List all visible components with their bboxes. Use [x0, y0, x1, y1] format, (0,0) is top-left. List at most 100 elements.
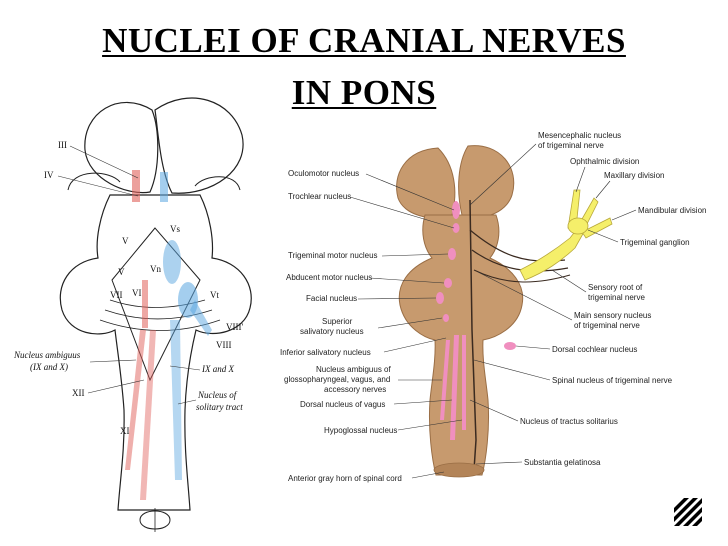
label-superior-sal-2: salivatory nucleus	[300, 327, 364, 336]
right-brainstem-diagram: Mesencephalic nucleus of trigeminal nerv…	[280, 131, 706, 483]
left-brainstem-diagram: III IV V Vs V Vn VII VI Vt VIII' VIII Nu…	[13, 97, 252, 532]
trigeminal-ganglion-shape	[567, 217, 589, 235]
leader-trigeminal-motor	[381, 253, 449, 257]
right-fig-left-lobe	[396, 147, 456, 219]
leader-mesencephalic	[469, 143, 537, 206]
facial-nucleus-pink	[436, 292, 444, 304]
viii-column-blue	[190, 300, 212, 336]
leader-anterior-horn	[411, 471, 445, 479]
leader-ambiguus	[89, 359, 137, 363]
leader-iii	[69, 145, 139, 179]
label-vi: VI	[132, 288, 142, 298]
abducent-nucleus-pink	[444, 278, 452, 288]
label-viii-lower: VIII	[216, 340, 232, 350]
hypoglossal-pink	[462, 335, 466, 430]
leader-sensory-root	[551, 269, 587, 293]
leader-substantia	[475, 461, 523, 465]
label-viii-upper: VIII'	[226, 322, 243, 332]
right-optic-curve	[194, 176, 241, 191]
leader-ix-x	[169, 365, 201, 371]
label-substantia: Substantia gelatinosa	[524, 458, 601, 467]
leader-hypoglossal	[397, 419, 463, 431]
label-v-upper: V	[122, 236, 129, 246]
label-solitary-1: Nucleus of	[197, 390, 238, 400]
leader-inferior-sal	[383, 337, 447, 353]
dorsal-vagus-pink	[450, 335, 459, 440]
leader-abducent	[369, 277, 445, 284]
leader-iv	[57, 175, 139, 197]
leader-oculomotor	[365, 173, 455, 211]
label-ix-x: IX and X	[201, 364, 234, 374]
label-vt: Vt	[210, 290, 219, 300]
label-trigeminal-motor: Trigeminal motor nucleus	[288, 251, 378, 260]
label-vs: Vs	[170, 224, 180, 234]
label-main-sensory-1: Main sensory nucleus	[574, 311, 651, 320]
label-main-sensory-2: of trigeminal nerve	[574, 321, 640, 330]
label-trigeminal-ganglion: Trigeminal ganglion	[620, 238, 690, 247]
leader-superior-sal	[377, 317, 443, 329]
label-sensory-root-2: trigeminal nerve	[588, 293, 645, 302]
label-spinal-nucleus: Spinal nucleus of trigeminal nerve	[552, 376, 673, 385]
label-anterior-horn: Anterior gray horn of spinal cord	[288, 474, 402, 483]
ambiguus-column-red	[125, 330, 146, 470]
logo-stripe-3	[692, 516, 702, 526]
trigeminal-motor-pink	[448, 248, 456, 260]
label-xi: XI	[120, 426, 130, 436]
label-ambiguus-2: glossopharyngeal, vagus, and	[284, 375, 390, 384]
label-vn: Vn	[150, 264, 161, 274]
label-inferior-sal: Inferior salivatory nucleus	[280, 348, 371, 357]
label-oculomotor: Oculomotor nucleus	[288, 169, 359, 178]
label-mandibular: Mandibular division	[638, 206, 706, 215]
logo-stripe-4	[674, 498, 698, 522]
left-thalamus-lobe	[84, 101, 159, 194]
leader-facial	[357, 297, 437, 300]
logo-stripe-1	[674, 498, 702, 526]
hypoglossal-column-red	[140, 330, 156, 500]
label-ambiguus-3: accessory nerves	[324, 385, 386, 394]
facial-column-red	[142, 280, 148, 328]
label-maxillary: Maxillary division	[604, 171, 664, 180]
leader-main-sensory	[477, 271, 573, 321]
oculomotor-nucleus-pink	[452, 201, 460, 219]
sensory-root-fibers-2	[471, 249, 569, 272]
right-fig-right-lobe	[458, 145, 515, 218]
leader-dorsal-vagus	[393, 399, 453, 405]
logo-stripe-2	[683, 507, 702, 526]
label-solitary-2: solitary tract	[196, 402, 243, 412]
corner-logo	[674, 498, 702, 526]
label-vii: VII	[110, 290, 123, 300]
sensory-root-fibers-3	[473, 269, 571, 283]
label-v-mid: V	[118, 267, 125, 277]
label-trochlear: Trochlear nucleus	[288, 192, 351, 201]
spinal-cord-bottom	[433, 462, 485, 478]
ambiguus-column-pink	[440, 340, 450, 420]
dorsal-cochlear-pink	[504, 342, 516, 350]
left-optic-curve	[67, 172, 121, 191]
label-tractus-solitarius: Nucleus of tractus solitarius	[520, 417, 618, 426]
solitary-column-blue	[170, 320, 182, 480]
leader-maxillary	[595, 180, 611, 199]
label-mesencephalic-1: Mesencephalic nucleus	[538, 131, 621, 140]
label-dorsal-cochlear: Dorsal cochlear nucleus	[552, 345, 637, 354]
title-line-2: IN PONS	[291, 73, 437, 112]
label-iii: III	[58, 140, 67, 150]
leader-solitary	[177, 399, 197, 405]
left-brainstem-outline	[59, 194, 252, 511]
superior-salivatory-pink	[443, 314, 449, 322]
label-facial: Facial nucleus	[306, 294, 357, 303]
rhomboid-fossa	[111, 227, 201, 382]
label-hypoglossal: Hypoglossal nucleus	[324, 426, 397, 435]
label-mesencephalic-2: of trigeminal nerve	[538, 141, 604, 150]
trochlear-nucleus-pink	[452, 223, 460, 233]
label-nucleus-ambiguus-1: Nucleus ambiguus	[13, 350, 81, 360]
logo-stripe-5	[674, 498, 689, 513]
label-xii: XII	[72, 388, 85, 398]
label-iv: IV	[44, 170, 54, 180]
right-thalamus-lobe	[154, 97, 244, 194]
mandibular-division	[581, 217, 613, 239]
label-abducent: Abducent motor nucleus	[286, 273, 372, 282]
label-dorsal-vagus: Dorsal nucleus of vagus	[300, 400, 385, 409]
label-ambiguus-1: Nucleus ambiguus of	[316, 365, 391, 374]
leader-trochlear	[349, 196, 455, 229]
